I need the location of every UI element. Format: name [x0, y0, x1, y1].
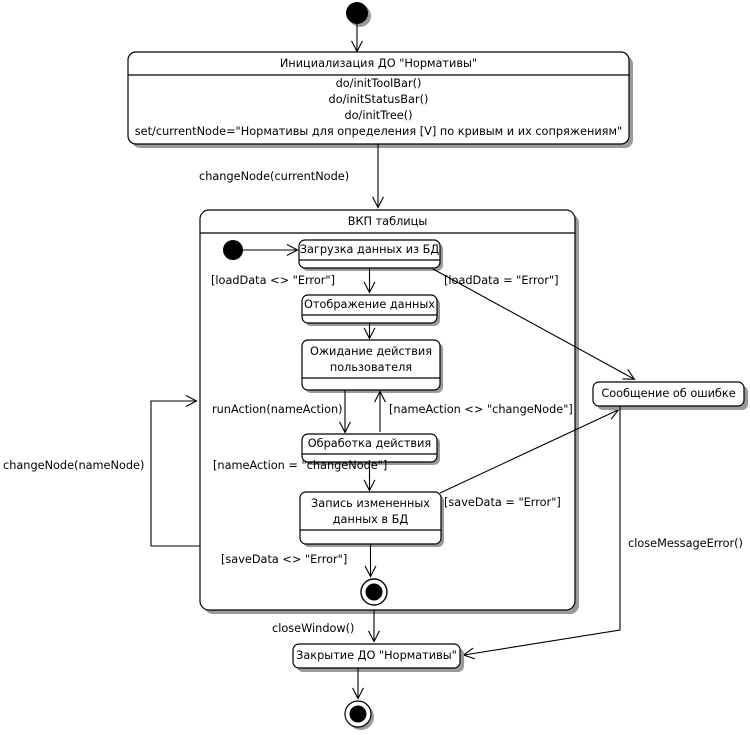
- state-close-application: [292, 643, 464, 672]
- transition-load-to-error: [432, 268, 634, 379]
- composite-state-title: ВКП таблицы: [348, 215, 428, 228]
- transition-change-node-loop: [150, 401, 200, 547]
- state-error-message-title: Сообщение об ошибке: [601, 387, 735, 400]
- state-wait-user-action-title-line2: пользователя: [330, 361, 412, 374]
- guard-save-ok-label: [saveData <> "Error"]: [221, 553, 347, 566]
- inner-final-state: [360, 578, 388, 606]
- state-close-application-title: Закрытие ДО "Нормативы": [296, 649, 457, 662]
- composite-state-table-vkp: [199, 209, 579, 614]
- transition-error-to-close: [464, 406, 621, 655]
- initial-state: [346, 2, 371, 27]
- state-show-data: [301, 294, 440, 326]
- state-save-data: [299, 491, 444, 547]
- state-save-data-title-line2: данных в БД: [333, 513, 409, 526]
- inner-initial-state: [223, 240, 243, 260]
- guard-name-action-not-change-label: [nameAction <> "changeNode"]: [389, 403, 573, 416]
- transition-run-action-label: runAction(nameAction): [212, 403, 343, 416]
- state-process-action-title: Обработка действия: [308, 437, 431, 450]
- transition-change-node-current-label: changeNode(currentNode): [199, 170, 349, 183]
- state-initialization-title: Инициализация ДО "Нормативы": [280, 57, 477, 70]
- state-initialization-action-1: do/initStatusBar(): [329, 93, 429, 106]
- transition-close-window-label: closeWindow(): [272, 622, 354, 635]
- guard-load-error-label: [loadData = "Error"]: [444, 274, 559, 287]
- state-error-message: [592, 381, 748, 410]
- state-load-data: [298, 239, 443, 271]
- guard-save-error-label: [saveData = "Error"]: [444, 496, 561, 509]
- state-load-data-title: Загрузка данных из БД: [300, 243, 440, 256]
- state-show-data-title: Отображение данных: [304, 298, 435, 311]
- state-initialization-action-0: do/initToolBar(): [336, 77, 422, 90]
- state-save-data-title-line1: Запись измененных: [311, 497, 430, 510]
- state-process-action: [301, 433, 440, 465]
- state-initialization-action-2: do/initTree(): [344, 109, 412, 122]
- transition-close-message-error-label: closeMessageError(): [628, 537, 743, 550]
- final-state: [344, 700, 374, 730]
- guard-name-action-change-label: [nameAction = "changeNode"]: [213, 459, 387, 472]
- state-initialization-action-3: set/currentNode="Нормативы для определен…: [135, 125, 622, 138]
- guard-load-ok-label: [loadData <> "Error"]: [211, 274, 335, 287]
- state-wait-user-action-title-line1: Ожидание действия: [310, 345, 432, 358]
- transition-save-to-error: [439, 410, 618, 494]
- transition-change-node-name-label: changeNode(nameNode): [3, 459, 144, 472]
- state-initialization: [127, 51, 633, 148]
- state-wait-user-action: [301, 339, 443, 393]
